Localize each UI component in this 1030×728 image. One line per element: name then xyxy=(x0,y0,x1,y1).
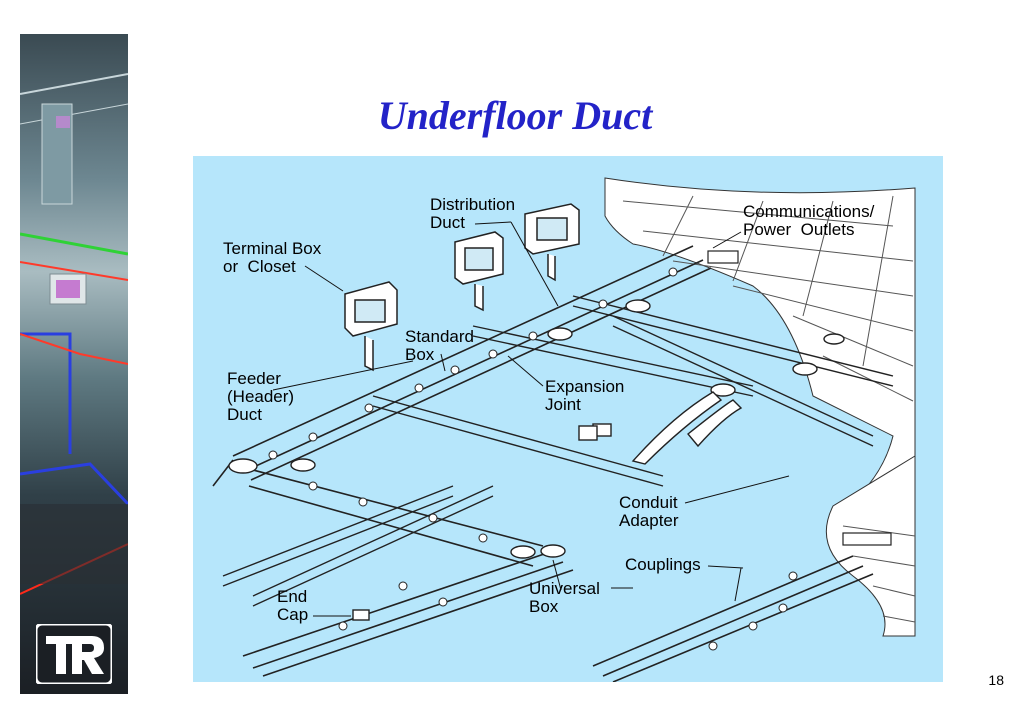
label-end-cap: End Cap xyxy=(277,587,309,624)
label-couplings: Couplings xyxy=(625,555,701,574)
outlet-devices xyxy=(707,250,892,546)
underfloor-duct-diagram: Distribution Duct Communications/ Power … xyxy=(193,156,943,682)
side-photo-strip xyxy=(20,34,128,694)
page-number: 18 xyxy=(988,672,1004,688)
slide-title: Underfloor Duct xyxy=(377,93,653,138)
label-expansion-joint: Expansion Joint xyxy=(545,377,625,414)
label-universal-box: Universal Box xyxy=(529,579,600,616)
label-communications-outlets: Communications/ Power Outlets xyxy=(743,202,875,239)
label-terminal-box: Terminal Box or Closet xyxy=(223,239,322,276)
label-feeder-duct: Feeder (Header) Duct xyxy=(227,369,295,424)
company-logo xyxy=(36,624,112,684)
label-distribution-duct: Distribution Duct xyxy=(430,195,516,232)
label-conduit-adapter: Conduit Adapter xyxy=(619,493,679,530)
terminal-box xyxy=(344,281,398,372)
label-standard-box: Standard Box xyxy=(405,327,474,364)
